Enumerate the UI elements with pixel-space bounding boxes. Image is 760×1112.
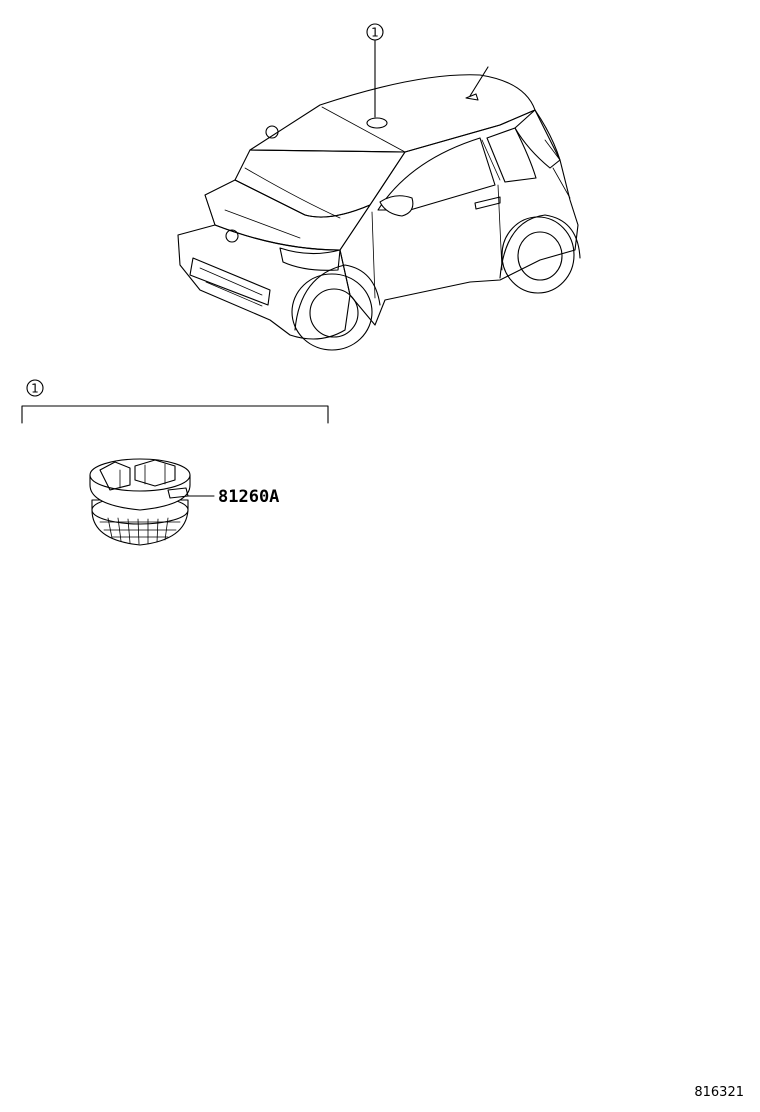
part-label-81260a: 81260A — [218, 487, 279, 507]
car-callout-number: 1 — [371, 26, 379, 40]
antenna-base-part — [89, 458, 215, 546]
bracket-line — [21, 405, 329, 424]
drawing-number: 816321 — [694, 1085, 744, 1100]
group-callout-circle — [26, 379, 44, 397]
group-bracket: 1 — [21, 379, 329, 424]
car-callout: 1 — [366, 23, 384, 118]
group-callout-number: 1 — [31, 382, 39, 396]
car-illustration — [177, 66, 581, 351]
